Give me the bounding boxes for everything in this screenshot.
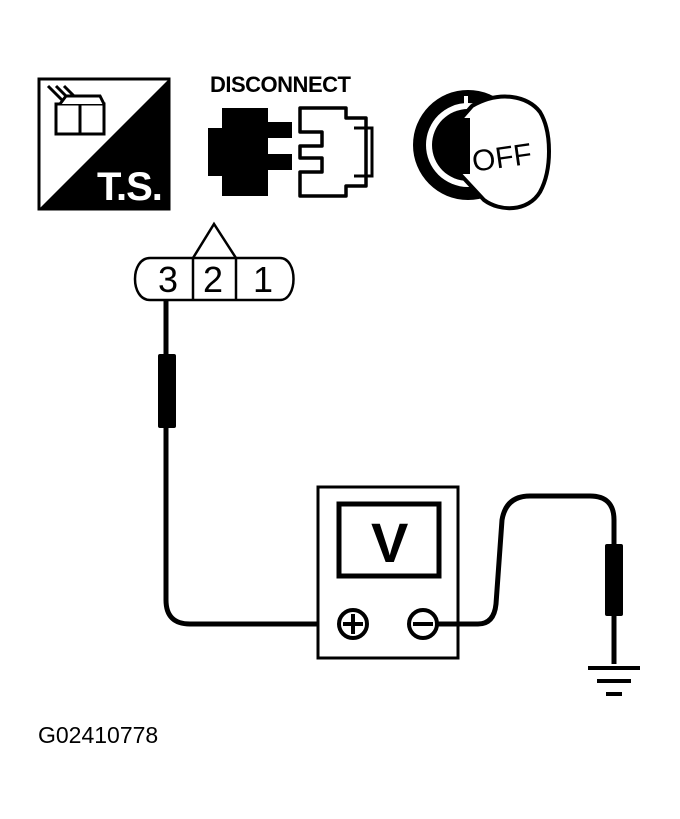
pin-3-label: 3	[158, 259, 178, 300]
ignition-key-off-icon: OFF	[413, 90, 551, 211]
negative-terminal	[407, 608, 439, 640]
disconnect-label: DISCONNECT	[210, 72, 352, 97]
voltmeter-display	[336, 501, 442, 579]
negative-test-lead	[437, 493, 623, 664]
pin-2-label: 2	[203, 259, 223, 300]
positive-probe	[158, 354, 176, 428]
negative-probe	[605, 544, 623, 616]
positive-test-lead	[158, 300, 340, 627]
harness-connector: 3 2 1	[133, 221, 295, 302]
positive-terminal	[337, 608, 369, 640]
voltmeter: V	[316, 485, 460, 660]
figure-code: G02410778	[38, 722, 158, 748]
pin-1-label: 1	[253, 259, 273, 300]
disconnect-icon: DISCONNECT	[208, 72, 374, 198]
ground-icon	[588, 666, 640, 696]
ts-badge: T.S.	[37, 77, 171, 211]
connector-icon	[46, 84, 106, 136]
ts-label: T.S.	[97, 165, 162, 209]
voltmeter-unit-label: V	[371, 511, 408, 574]
